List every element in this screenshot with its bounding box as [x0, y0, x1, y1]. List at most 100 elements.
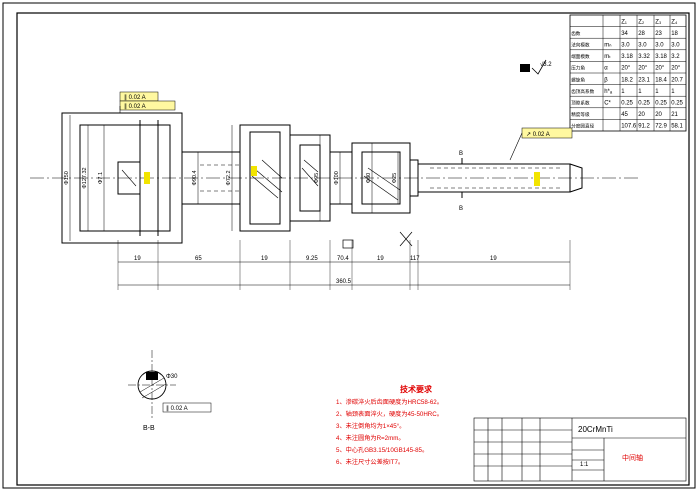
- inner-border: [16, 12, 690, 486]
- total-length-label: 360.5: [336, 279, 352, 285]
- length-dimension-label: 9.25: [306, 256, 318, 262]
- length-dimensions: 19 65 19 9.25 70.4 19 117 19 360.5: [117, 240, 571, 290]
- section-view-dim: Φ30: [166, 374, 178, 380]
- table-cell: 3.18: [655, 54, 667, 60]
- table-cell: 3.0: [671, 43, 680, 49]
- section-mark-top: B: [459, 151, 463, 157]
- table-cell: 1: [671, 89, 675, 95]
- diameter-label: Φ150: [64, 171, 70, 185]
- tolerance-tag-left: ∥ 0.02 A ∥ 0.02 A: [119, 91, 176, 113]
- table-cell: 3.0: [621, 43, 630, 49]
- table-cell: 18.4: [655, 77, 667, 83]
- tolerance-tag-left-text-2: ∥ 0.02 A: [124, 103, 146, 110]
- table-cell: 分度圆直径: [571, 123, 594, 130]
- table-cell: 顶隙系数: [571, 100, 590, 107]
- table-cell: 23.1: [638, 77, 650, 83]
- table-cell: 3.2: [671, 54, 680, 60]
- table-cell: 91.2: [638, 124, 650, 130]
- tolerance-tag-left-text: ∥ 0.02 A: [124, 94, 146, 101]
- table-cell: 34: [621, 31, 628, 37]
- title-material: 20CrMnTi: [578, 425, 613, 434]
- tolerance-tag-right: ↗ 0.02 A: [509, 127, 573, 161]
- cross-marker: [399, 231, 413, 247]
- table-cell: β: [604, 77, 608, 83]
- table-cell: 精度等级: [571, 111, 590, 118]
- tech-req-item: 4、未注圆角为R=2mm。: [336, 434, 405, 442]
- diameter-label: Φ95: [314, 173, 320, 184]
- table-cell: 齿顶高系数: [571, 88, 594, 95]
- roughness-note: √3.2: [540, 61, 552, 68]
- section-view-bb: ∥ 0.02 A Φ30 B-B: [128, 350, 212, 432]
- table-cell: 1: [655, 89, 659, 95]
- table-cell: 3.0: [638, 43, 647, 49]
- table-header-cell: Z₄: [671, 19, 678, 25]
- section-mark-bottom: B: [459, 206, 463, 212]
- table-cell: 20: [655, 112, 662, 118]
- table-cell: 20°: [638, 66, 648, 72]
- table-cell: 58.1: [671, 124, 683, 130]
- table-cell: 3.18: [621, 54, 633, 60]
- length-dimension-label: 70.4: [337, 256, 349, 262]
- diameter-label: Φ90.4: [192, 170, 198, 185]
- technical-requirements: 技术要求 1、渗碳淬火后齿面硬度为HRC58-62。2、轴颈表面淬火，硬度为45…: [336, 384, 443, 466]
- table-cell: 20°: [671, 66, 681, 72]
- yellow-mark-left: [144, 172, 150, 184]
- table-cell: 23: [655, 31, 662, 37]
- length-dimension-label: 65: [195, 256, 202, 262]
- table-cell: 螺旋角: [571, 76, 585, 83]
- table-cell: 端面模数: [571, 53, 590, 60]
- table-cell: 18: [671, 31, 678, 37]
- table-cell: 0.25: [621, 101, 633, 107]
- length-dimension-label: 19: [377, 256, 384, 262]
- table-cell: 3.32: [638, 54, 650, 60]
- yellow-mark-right: [534, 172, 540, 186]
- diameter-label: Φ30: [366, 173, 372, 184]
- table-cell: 20: [638, 112, 645, 118]
- tech-req-title: 技术要求: [400, 384, 433, 394]
- table-cell: 28: [638, 31, 645, 37]
- tolerance-tag-right-text: ↗ 0.02 A: [526, 132, 550, 138]
- title-block: [473, 417, 687, 482]
- table-cell: 20°: [655, 66, 665, 72]
- table-cell: mₙ: [604, 43, 612, 49]
- table-header-cell: Z₂: [638, 19, 645, 25]
- title-part-name: 中间轴: [622, 453, 643, 462]
- table-cell: 107.6: [621, 124, 637, 130]
- diameter-label: Φ127.32: [82, 167, 88, 188]
- table-cell: 45: [621, 112, 628, 118]
- tech-req-item: 6、未注尺寸公差按IT7。: [336, 458, 404, 466]
- section-view-tag: ∥ 0.02 A: [166, 405, 188, 412]
- diameter-label: Φ100: [334, 171, 340, 185]
- table-cell: C*: [604, 101, 611, 107]
- section-view-label: B-B: [143, 425, 155, 432]
- shaft-outline: [61, 112, 583, 244]
- diameter-label: Φ7.1: [98, 172, 104, 184]
- length-dimension-label: 117: [410, 256, 420, 262]
- table-cell: 0.25: [671, 101, 683, 107]
- yellow-mark-mid: [251, 166, 257, 176]
- table-cell: α: [604, 66, 608, 72]
- table-cell: 21: [671, 112, 678, 118]
- table-cell: 压力角: [571, 65, 585, 72]
- diameter-label: Φ25: [392, 173, 398, 184]
- table-header-cell: Z₃: [655, 19, 662, 25]
- roughness-symbol: √3.2: [520, 59, 552, 75]
- table-cell: 3.0: [655, 43, 664, 49]
- tech-req-item: 1、渗碳淬火后齿面硬度为HRC58-62。: [336, 398, 443, 406]
- length-dimension-label: 19: [134, 256, 141, 262]
- length-dimension-label: 19: [261, 256, 268, 262]
- table-cell: 72.9: [655, 124, 667, 130]
- table-cell: 1: [621, 89, 625, 95]
- hidden-lines: [200, 164, 560, 192]
- table-cell: 1: [638, 89, 642, 95]
- tech-req-item: 3、未注倒角均为1×45°。: [336, 422, 405, 430]
- datum-box: [342, 239, 354, 249]
- table-cell: 18.2: [621, 77, 633, 83]
- length-dimension-label: 19: [490, 256, 497, 262]
- table-cell: 0.25: [638, 101, 650, 107]
- table-cell: h*ₐ: [604, 89, 613, 95]
- table-header-cell: Z₁: [621, 19, 627, 25]
